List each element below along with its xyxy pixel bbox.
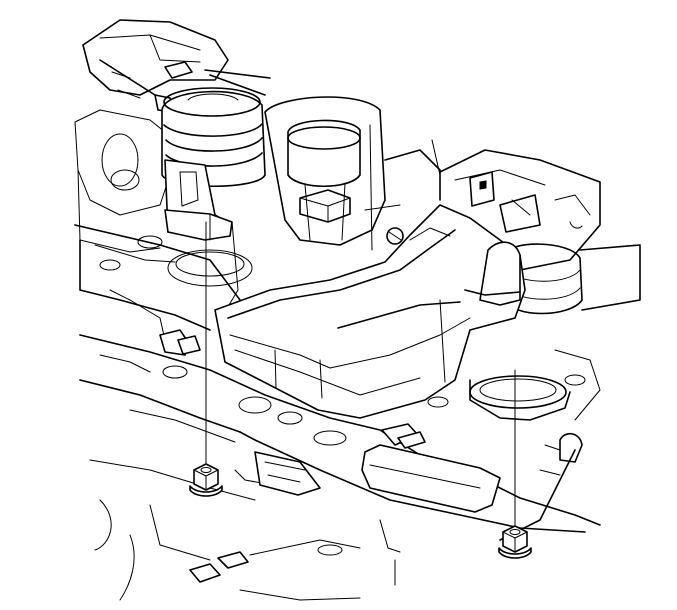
lower-components xyxy=(94,451,401,601)
crossmember-right-mount xyxy=(427,349,601,541)
leader-lines xyxy=(205,221,516,531)
crossmember-nut xyxy=(498,525,532,559)
transmission-case xyxy=(264,96,441,251)
transmission-mount xyxy=(161,69,271,321)
exhaust-pad xyxy=(361,423,501,513)
mount-nut xyxy=(189,463,223,497)
exhaust-heat-shield xyxy=(214,204,526,419)
transmission-support-crossmember xyxy=(74,224,601,533)
